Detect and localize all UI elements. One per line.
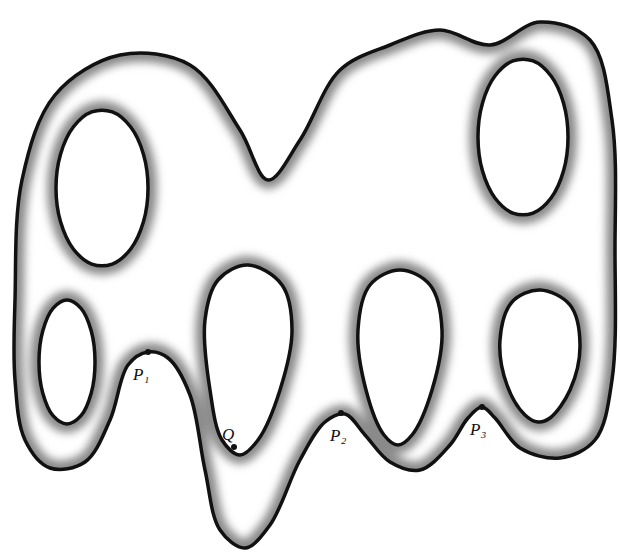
- edge-shade: [39, 300, 95, 424]
- surface-body: [14, 22, 616, 548]
- point-marker: [338, 410, 344, 416]
- edge-shade: [478, 59, 568, 214]
- edge-shade: [56, 110, 148, 265]
- point-label: Q: [222, 426, 234, 443]
- surface-outlines: [14, 22, 616, 548]
- hole-boundary: [204, 265, 292, 455]
- edge-shading: [14, 22, 616, 548]
- edge-shade: [500, 290, 580, 422]
- outer-boundary: [14, 22, 616, 548]
- point-label: P₁: [133, 366, 149, 383]
- point-markers: [145, 349, 485, 450]
- hole-boundary: [56, 110, 148, 265]
- point-marker: [145, 349, 151, 355]
- hole-boundary: [500, 290, 580, 422]
- point-marker: [479, 404, 485, 410]
- point-label: P₃: [470, 421, 486, 438]
- hole-boundary: [478, 59, 568, 214]
- edge-shade: [204, 265, 292, 455]
- hole-boundary: [39, 300, 95, 424]
- point-marker: [231, 444, 237, 450]
- edge-shade: [358, 270, 442, 445]
- edge-shade: [14, 22, 616, 548]
- hole-boundary: [358, 270, 442, 445]
- point-label: P₂: [330, 427, 346, 444]
